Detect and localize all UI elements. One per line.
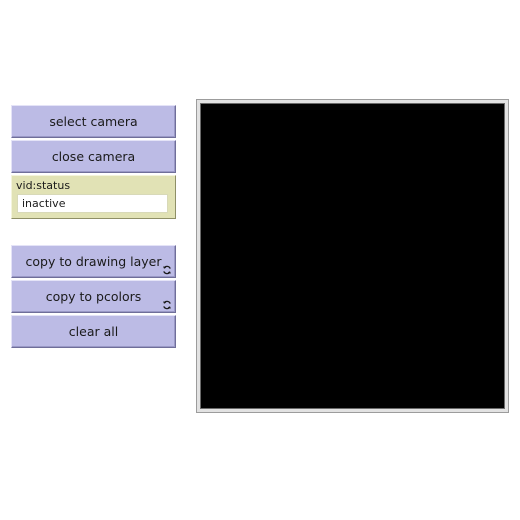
copy-to-pcolors-label: copy to pcolors bbox=[45, 289, 142, 304]
world-view-frame bbox=[196, 99, 509, 413]
close-camera-label: close camera bbox=[51, 149, 136, 164]
clear-all-label: clear all bbox=[68, 324, 119, 339]
copy-to-drawing-layer-label: copy to drawing layer bbox=[25, 254, 162, 269]
copy-to-pcolors-button[interactable]: copy to pcolors bbox=[11, 280, 176, 313]
world-view[interactable] bbox=[200, 103, 505, 409]
vid-status-monitor: vid:status inactive bbox=[11, 175, 176, 219]
copy-to-drawing-layer-button[interactable]: copy to drawing layer bbox=[11, 245, 176, 278]
select-camera-label: select camera bbox=[49, 114, 138, 129]
monitor-value: inactive bbox=[17, 194, 168, 213]
select-camera-button[interactable]: select camera bbox=[11, 105, 176, 138]
refresh-icon bbox=[163, 300, 171, 310]
refresh-icon bbox=[163, 265, 171, 275]
monitor-label: vid:status bbox=[16, 179, 71, 192]
clear-all-button[interactable]: clear all bbox=[11, 315, 176, 348]
close-camera-button[interactable]: close camera bbox=[11, 140, 176, 173]
